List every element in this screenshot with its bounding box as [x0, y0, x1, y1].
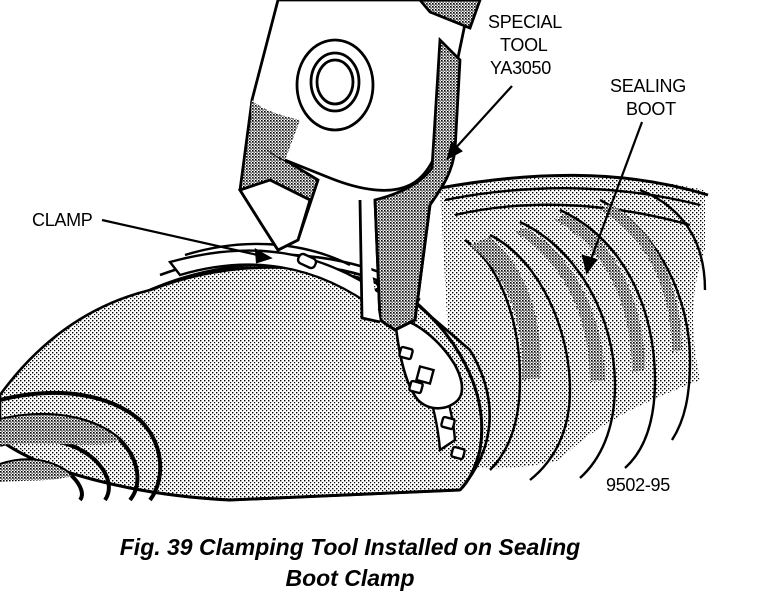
label-sealing-boot-line1: SEALING	[610, 76, 686, 96]
label-clamp: CLAMP	[32, 210, 93, 230]
figure-caption-line2: Boot Clamp	[285, 565, 415, 591]
sealing-boot	[439, 173, 709, 481]
label-special-tool-line2: TOOL	[500, 35, 548, 55]
special-tool-ya3050	[237, 0, 482, 332]
label-special-tool-line3: YA3050	[490, 58, 551, 78]
figure-caption-line1: Fig. 39 Clamping Tool Installed on Seali…	[119, 534, 581, 560]
leader-lines	[101, 85, 644, 275]
figure-code: 9502-95	[606, 475, 670, 495]
label-sealing-boot-line2: BOOT	[626, 99, 676, 119]
label-special-tool-line1: SPECIAL	[488, 12, 562, 32]
